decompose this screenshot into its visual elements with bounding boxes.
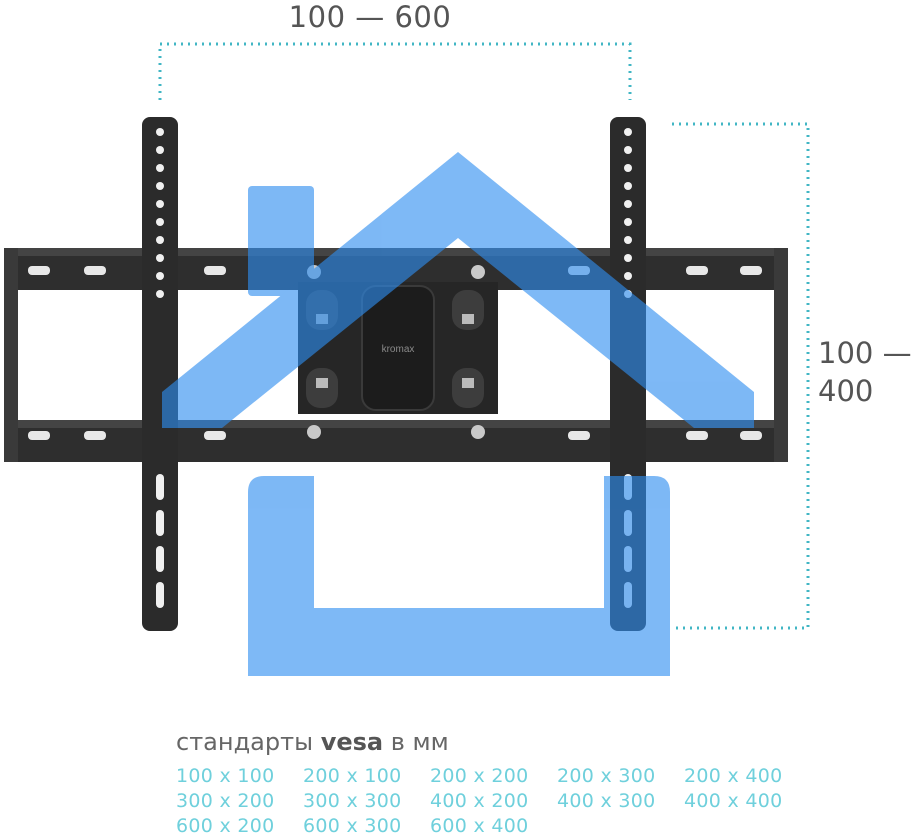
vesa-size: 600 x 400 [430,815,529,837]
height-range-label-line2: 400 [818,374,874,408]
vesa-title-suffix: в мм [390,728,449,756]
vesa-size: 200 x 200 [430,765,529,787]
vesa-size: 300 x 300 [303,790,402,812]
vesa-size: 600 x 200 [176,815,275,837]
vesa-size: 400 x 300 [557,790,656,812]
height-dimension-line [672,122,810,630]
vesa-row: 100 x 100 200 x 100 200 x 200 200 x 300 … [176,765,811,790]
vesa-row: 600 x 200 600 x 300 600 x 400 [176,815,811,840]
left-vertical-arm [142,117,178,631]
vesa-size: 400 x 200 [430,790,529,812]
width-range-label: 100 — 600 [288,0,452,34]
height-range-label-line1: 100 — [818,336,912,370]
width-dimension-line [158,42,632,100]
vesa-standards-grid: 100 x 100 200 x 100 200 x 200 200 x 300 … [176,765,811,840]
vesa-title: стандарты vesa в мм [176,728,449,756]
vesa-size: 300 x 200 [176,790,275,812]
vesa-size: 100 x 100 [176,765,275,787]
vesa-size: 200 x 100 [303,765,402,787]
vesa-size: 200 x 400 [684,765,783,787]
vesa-size: 600 x 300 [303,815,402,837]
vesa-size: 200 x 300 [557,765,656,787]
brand-mark: kromax [382,344,415,355]
vesa-title-bold: vesa [320,728,384,756]
house-watermark-icon [162,152,754,676]
vesa-size: 400 x 400 [684,790,783,812]
vesa-title-prefix: стандарты [176,728,314,756]
vesa-row: 300 x 200 300 x 300 400 x 200 400 x 300 … [176,790,811,815]
